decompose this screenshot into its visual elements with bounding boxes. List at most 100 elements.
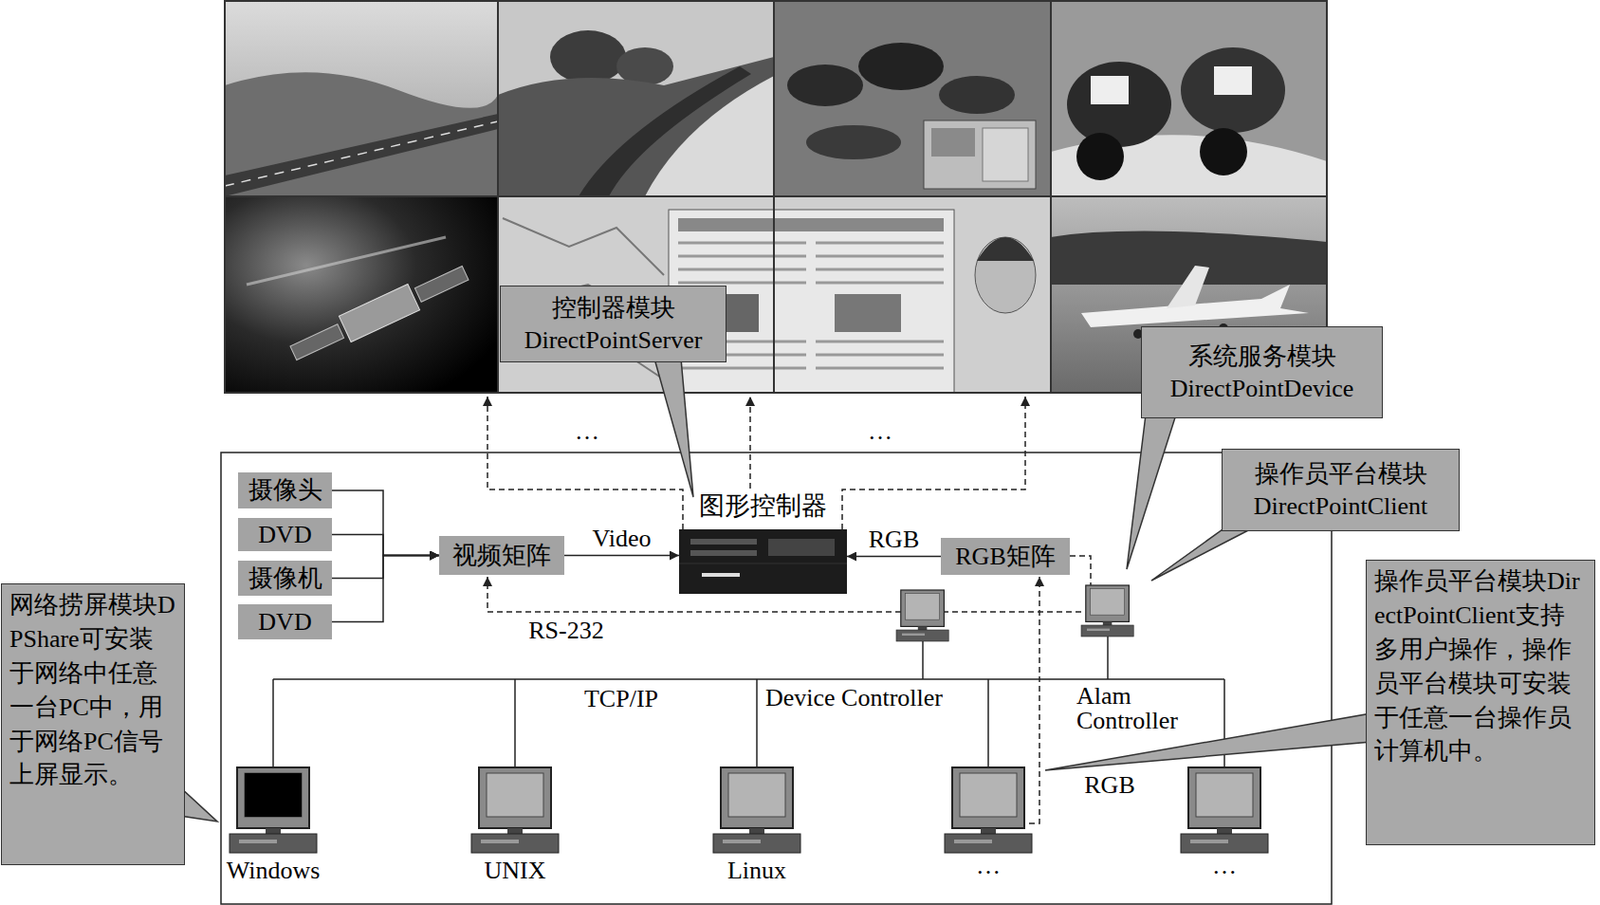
node-text: RGB矩阵 — [955, 542, 1055, 571]
video-wall — [1166, 265, 1210, 309]
network-bus — [272, 679, 275, 768]
node-text: DirectPointServer — [510, 324, 717, 357]
signal-arrow — [331, 490, 440, 556]
controller-device — [701, 572, 740, 577]
computer-icon — [1081, 585, 1134, 637]
os-name: Windows — [226, 856, 321, 885]
ellipsis: … — [975, 851, 1001, 881]
video-wall — [976, 237, 1034, 261]
network-bus — [273, 636, 1225, 768]
video-wall — [815, 281, 944, 285]
signal-name: RS-232 — [528, 616, 604, 645]
video-wall — [815, 367, 944, 370]
video-wall — [982, 128, 1029, 182]
note-callout: 网络捞屏模块DPShare可安装于网络中任意一台PC中，用于网络PC信号上屏显示… — [0, 583, 185, 865]
video-wall — [678, 367, 807, 370]
controller-device — [690, 538, 757, 545]
node-text: DirectPointClient — [1232, 490, 1450, 523]
video-wall — [701, 294, 759, 332]
computer-icon — [229, 585, 1269, 853]
device-name: Alam Controller — [1076, 683, 1196, 734]
video-wall — [678, 218, 944, 232]
video-wall — [224, 0, 1327, 393]
network-name: TCP/IP — [584, 684, 659, 714]
computer-icon — [1180, 767, 1269, 853]
controller-node: 图形控制器 — [679, 491, 847, 594]
node-text: 摄像头 — [248, 476, 323, 505]
video-wall — [497, 56, 774, 197]
dashed-signal — [487, 396, 683, 530]
video-wall — [974, 237, 1036, 313]
network-bus — [755, 679, 758, 768]
source-box: DVD — [238, 517, 332, 552]
node-text: 视频矩阵 — [452, 541, 552, 571]
video-wall — [287, 259, 472, 367]
video-wall — [678, 242, 944, 368]
node-text: 操作员平台模块 — [1232, 458, 1450, 491]
signal-arrow — [564, 554, 680, 557]
video-wall — [931, 128, 975, 157]
video-wall — [1199, 128, 1248, 176]
video-wall — [678, 268, 807, 272]
video-wall — [834, 294, 902, 332]
video-wall — [678, 241, 807, 245]
computer-icon — [244, 772, 302, 817]
network-bus — [987, 679, 990, 768]
signal-label: Video — [592, 524, 652, 553]
video-wall — [858, 42, 944, 91]
source-box: 摄像机 — [238, 560, 332, 596]
callout-tail — [180, 358, 1372, 822]
video-wall — [678, 255, 807, 258]
video-wall — [1050, 0, 1327, 197]
video-wall — [497, 0, 774, 197]
video-wall — [224, 121, 498, 186]
node-text: DVD — [257, 520, 312, 550]
callout-tail — [1151, 527, 1254, 581]
network-bus — [514, 679, 516, 768]
network-bus — [273, 678, 1225, 681]
video-wall — [815, 353, 944, 357]
os-name: UNIX — [484, 856, 547, 885]
video-wall — [224, 113, 498, 197]
network-bus — [1106, 636, 1109, 680]
ellipsis: … — [574, 417, 600, 446]
video-wall — [224, 0, 1327, 393]
signal-arrow — [331, 555, 440, 623]
video-wall — [787, 64, 864, 107]
video-wall — [678, 353, 807, 357]
network-bus — [921, 641, 924, 680]
computer-icon — [229, 767, 317, 853]
video-wall — [815, 255, 944, 258]
callout-tail — [654, 358, 694, 497]
callout-box: 操作员平台模块DirectPointClient — [1221, 448, 1460, 532]
video-wall — [1050, 196, 1327, 393]
video-wall — [224, 0, 498, 197]
video-wall — [578, 66, 752, 197]
video-wall — [815, 340, 944, 344]
node-text: 系统服务模块 — [1151, 340, 1373, 373]
dashed-signal — [749, 396, 752, 489]
video-wall — [678, 340, 807, 344]
callout-tail — [1045, 713, 1372, 771]
video-wall — [224, 72, 498, 197]
video-wall — [224, 196, 498, 393]
node-text: DirectPointDevice — [1151, 372, 1373, 405]
computer-icon — [713, 767, 801, 853]
system-frame — [220, 452, 1332, 904]
video-wall — [224, 0, 1327, 393]
video-wall — [1090, 75, 1129, 105]
computer-icon — [896, 589, 949, 642]
computer-icon — [944, 767, 1032, 853]
callout-box: 控制器模块DirectPointServer — [499, 285, 727, 363]
device-name: Device Controller — [765, 683, 943, 713]
video-wall — [414, 265, 469, 302]
video-wall — [1066, 61, 1172, 148]
matrix-box: RGB矩阵 — [940, 537, 1070, 575]
source-box: DVD — [238, 604, 332, 640]
dashed-signal — [487, 576, 1082, 612]
os-name: Linux — [727, 856, 787, 885]
controller-device — [679, 529, 847, 594]
callout-tail — [1126, 414, 1177, 570]
